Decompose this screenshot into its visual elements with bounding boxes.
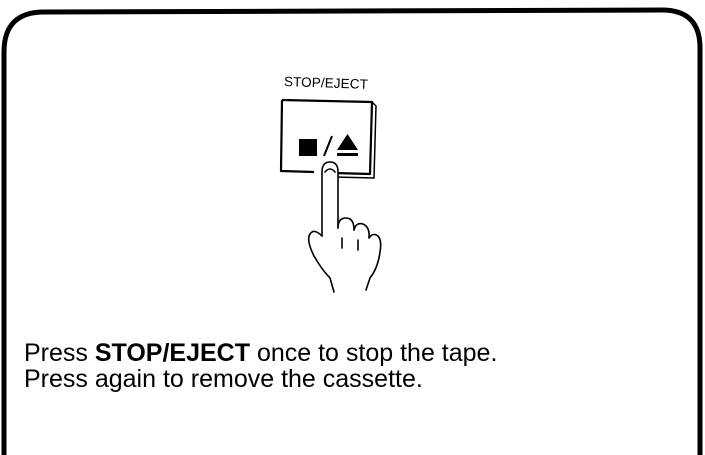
instruction-line-2: Press again to remove the cassette. bbox=[24, 366, 684, 392]
instruction-line-1: Press STOP/EJECT once to stop the tape. bbox=[24, 340, 684, 366]
hand-pointing-icon bbox=[309, 162, 381, 292]
instruction-line-1-suffix: once to stop the tape. bbox=[250, 339, 497, 367]
instruction-line-1-bold: STOP/EJECT bbox=[95, 339, 250, 367]
stop-eject-button-illustration bbox=[270, 88, 430, 303]
slash-separator bbox=[324, 136, 332, 156]
eject-triangle-icon bbox=[337, 134, 358, 156]
instruction-text: Press STOP/EJECT once to stop the tape. … bbox=[24, 340, 684, 392]
stop-square-icon bbox=[299, 139, 317, 156]
instruction-line-1-prefix: Press bbox=[24, 339, 95, 367]
